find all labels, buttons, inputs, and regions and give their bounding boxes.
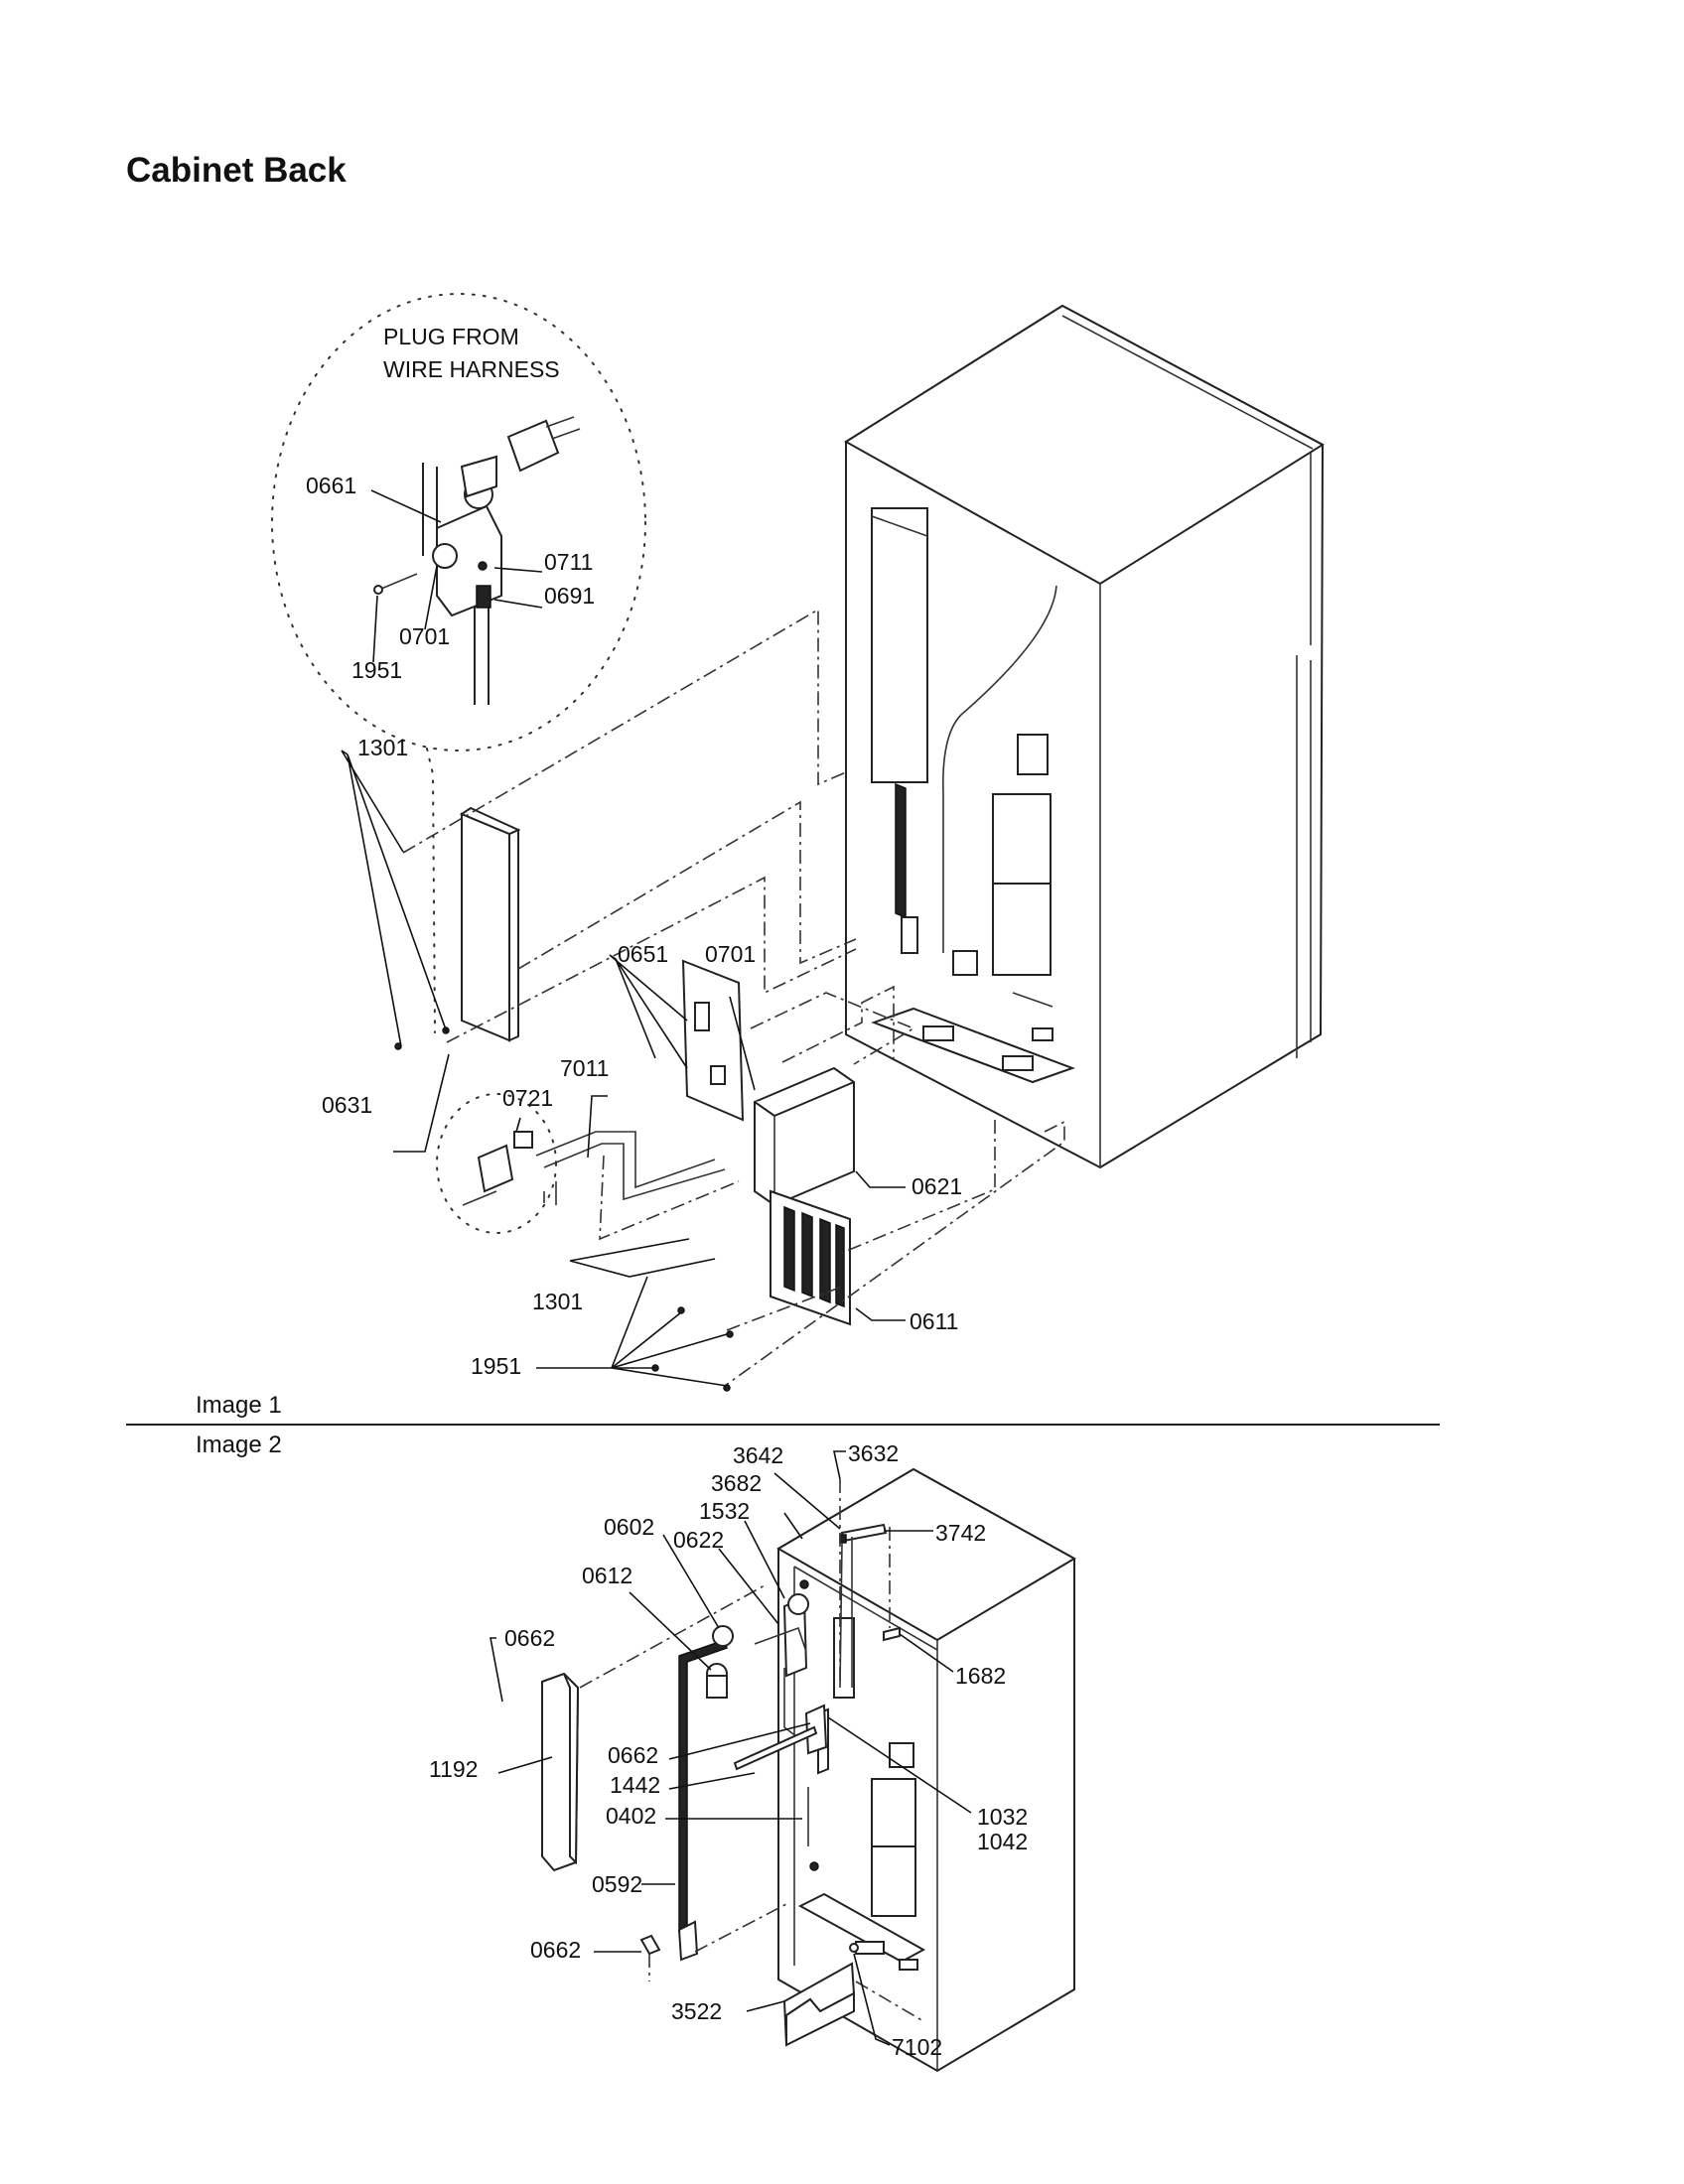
callout-0402: 0402 — [606, 1803, 656, 1829]
callout-0602: 0602 — [604, 1514, 654, 1540]
callout-7011: 7011 — [560, 1055, 609, 1081]
callout-0721: 0721 — [502, 1085, 553, 1111]
callout-3682: 3682 — [711, 1470, 762, 1496]
image-2-drawing: 3642 3632 3682 1532 3742 0602 0622 0612 … — [429, 1440, 1077, 2073]
wire-harness-plug — [506, 416, 581, 473]
callout-3522: 3522 — [671, 1998, 722, 2024]
callout-3632: 3632 — [848, 1440, 899, 1466]
callout-0612: 0612 — [582, 1563, 632, 1588]
note-plug-from: PLUG FROM — [383, 324, 519, 349]
refrigerator-cabinet — [844, 304, 1325, 1169]
clamp-0662-lower — [639, 1934, 661, 1956]
callout-1301-lower: 1301 — [532, 1289, 583, 1314]
detail-circle-water-valve — [271, 293, 646, 751]
callout-0662-middle: 0662 — [608, 1742, 658, 1768]
water-tube-0592 — [677, 1625, 734, 1962]
image-1-drawing: PLUG FROM WIRE HARNESS 0661 0711 0691 07… — [271, 293, 1325, 1392]
callout-0701-lower: 0701 — [705, 941, 756, 967]
grille-0611 — [770, 1189, 851, 1326]
valve-assembly-image-2 — [733, 1593, 828, 1846]
callout-0661: 0661 — [306, 473, 356, 498]
leader-lines-image-1 — [341, 489, 906, 1387]
callout-0631: 0631 — [322, 1092, 372, 1118]
callout-7102: 7102 — [892, 2034, 942, 2060]
water-valve-detail — [373, 455, 502, 705]
screws-1951 — [394, 1026, 734, 1392]
callout-0662-upper: 0662 — [504, 1625, 555, 1651]
screw-7102 — [849, 1943, 859, 1953]
callout-1532: 1532 — [699, 1498, 750, 1524]
callout-0621: 0621 — [912, 1173, 962, 1199]
top-tubing-image-2 — [839, 1523, 901, 1689]
callout-0592: 0592 — [592, 1871, 642, 1897]
callout-1951-upper: 1951 — [351, 657, 402, 683]
callout-0622: 0622 — [673, 1527, 724, 1553]
note-wire-harness: WIRE HARNESS — [383, 356, 560, 382]
callout-0651: 0651 — [618, 941, 668, 967]
section-divider — [126, 1424, 1440, 1426]
callout-1442: 1442 — [610, 1772, 660, 1798]
cover-panel-1192 — [541, 1672, 580, 1872]
callout-0691: 0691 — [544, 583, 595, 609]
compressor-box-0621 — [754, 1066, 855, 1207]
callout-1682: 1682 — [955, 1663, 1006, 1689]
back-panel-0631 — [459, 806, 521, 1042]
assembly-lines-image-2 — [579, 1479, 924, 2022]
detail-circle-lower-valve — [436, 1093, 557, 1234]
callout-0701-upper: 0701 — [399, 623, 450, 649]
assembly-lines-image-1 — [402, 608, 1065, 1387]
callout-3642: 3642 — [733, 1442, 783, 1468]
lower-valve-tubing — [462, 1131, 726, 1206]
callout-1951-lower: 1951 — [471, 1353, 521, 1379]
callout-3742: 3742 — [935, 1520, 986, 1546]
leader-lines-image-2 — [490, 1450, 972, 2046]
callout-1192: 1192 — [429, 1756, 478, 1782]
image-1-label: Image 1 — [196, 1392, 282, 1419]
callout-1301-upper: 1301 — [357, 735, 408, 760]
callout-0662-lower: 0662 — [530, 1937, 581, 1963]
callout-0611: 0611 — [910, 1308, 958, 1334]
bracket-3522 — [782, 1962, 856, 2047]
callout-1042: 1042 — [977, 1829, 1028, 1854]
page-title: Cabinet Back — [126, 151, 347, 190]
callout-1032: 1032 — [977, 1804, 1028, 1830]
image-2-label: Image 2 — [196, 1432, 282, 1458]
bracket-0651 — [681, 959, 745, 1122]
callout-0711: 0711 — [544, 549, 593, 575]
